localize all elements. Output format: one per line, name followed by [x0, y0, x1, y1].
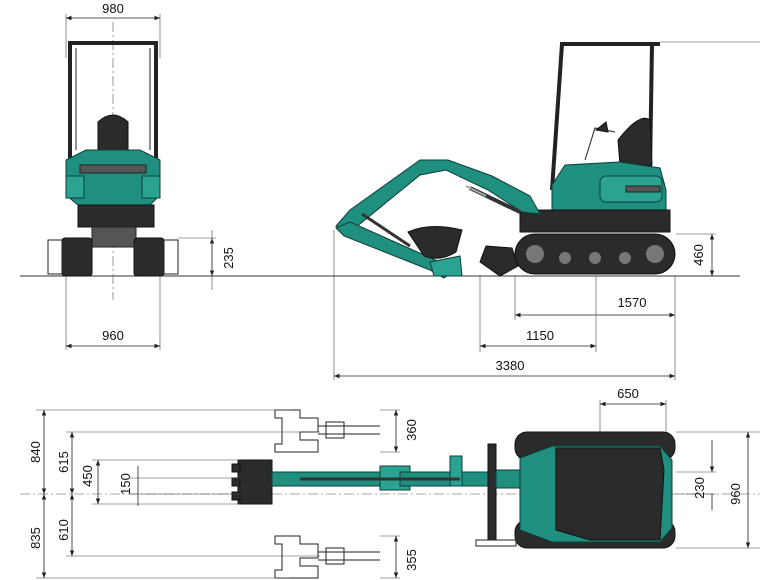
dim-label-960-front: 960	[102, 328, 124, 343]
front-canopy	[68, 41, 158, 160]
front-track-right	[133, 237, 165, 277]
side-dozer-blade	[479, 245, 519, 277]
plan-swing-position-left	[274, 535, 380, 579]
plan-swing-position-right	[274, 409, 380, 453]
dim-label-1150: 1150	[526, 328, 554, 343]
front-track-left	[61, 237, 93, 277]
dim-label-360: 360	[404, 419, 419, 441]
dim-label-460: 460	[691, 244, 706, 266]
dim-label-610: 610	[56, 519, 71, 541]
side-boom	[335, 159, 541, 233]
dim-label-835: 835	[28, 527, 43, 549]
dim-label-980: 980	[102, 1, 124, 16]
dim-label-150: 150	[118, 473, 133, 495]
dim-label-450: 450	[80, 465, 95, 487]
side-seat	[617, 117, 653, 166]
dim-label-615: 615	[56, 451, 71, 473]
side-view: 2280 460 1570 1150 3380	[333, 41, 760, 380]
front-seat	[97, 114, 129, 151]
dim-label-230: 230	[692, 477, 707, 499]
plan-view: 650 360 355 840 835 615 610 450	[20, 386, 760, 579]
side-bucket	[407, 226, 463, 259]
dim-label-3380: 3380	[496, 358, 525, 373]
dim-label-1570: 1570	[618, 295, 647, 310]
plan-bucket	[237, 459, 273, 505]
dim-label-235: 235	[221, 247, 236, 269]
dim-label-840: 840	[28, 441, 43, 463]
dim-label-960-plan: 960	[728, 483, 743, 505]
front-view: 980 235 960	[47, 1, 236, 350]
dim-label-650: 650	[617, 386, 639, 401]
plan-dozer-blade	[487, 443, 497, 545]
dim-label-355: 355	[404, 549, 419, 571]
